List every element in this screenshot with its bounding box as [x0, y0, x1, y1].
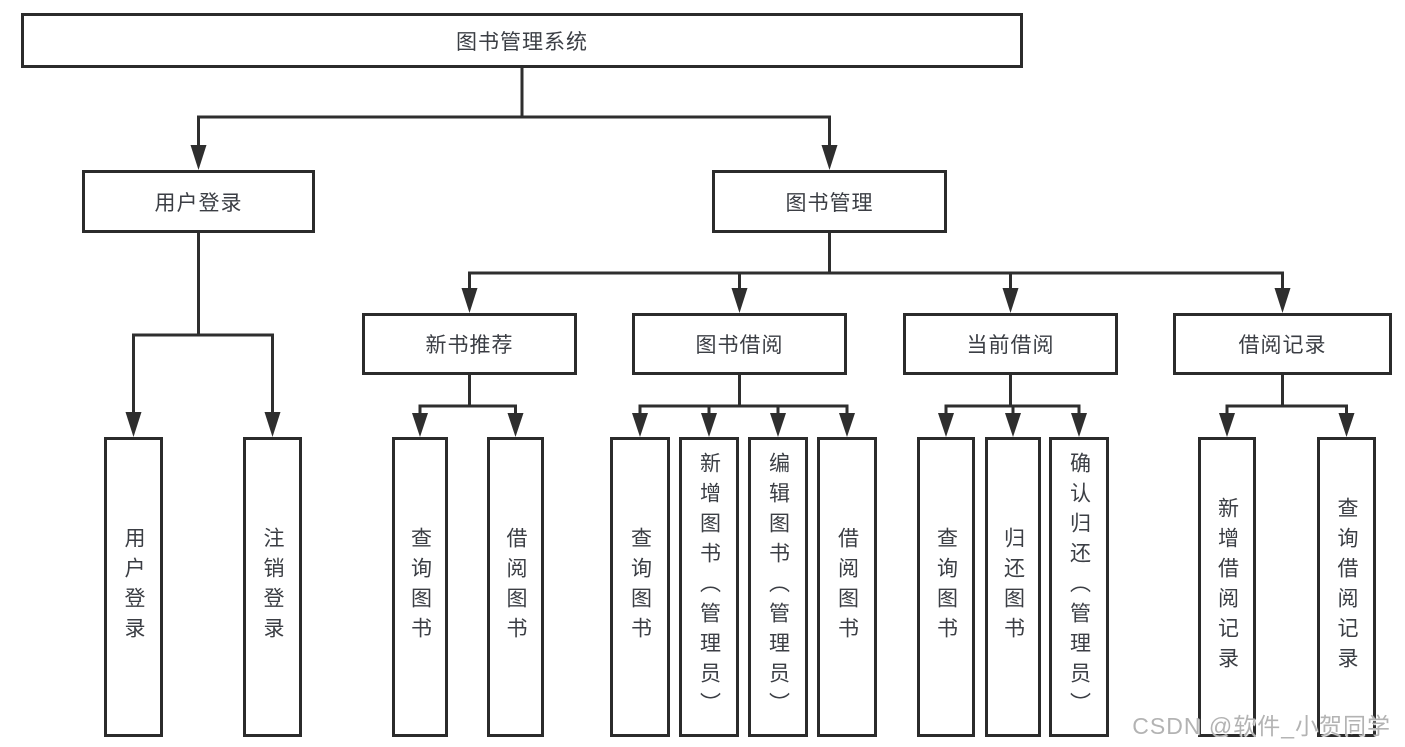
node-book-management: 图书管理 — [712, 170, 947, 233]
leaf-nb-borrow-books-label: 借阅图书 — [504, 527, 527, 647]
leaf-bb-borrow-books-label: 借阅图书 — [835, 527, 859, 647]
borrow-records-branch-connector — [1219, 373, 1355, 437]
leaf-bb-edit-books: 编辑图书（管理员） — [748, 437, 808, 737]
node-root-label: 图书管理系统 — [456, 30, 588, 54]
node-user-login-label: 用户登录 — [154, 191, 243, 215]
current-borrowing-branch-connector — [938, 373, 1087, 437]
watermark: CSDN @软件_小贺同学 — [1132, 713, 1391, 739]
leaf-bb-borrow-books: 借阅图书 — [817, 437, 877, 737]
user-login-branch-connector — [125, 231, 281, 437]
leaf-cb-confirm-return: 确认归还（管理员） — [1049, 437, 1109, 737]
leaf-bb-add-books: 新增图书（管理员） — [679, 437, 739, 737]
leaf-nb-query-books: 查询图书 — [392, 437, 448, 737]
node-book-borrowing-label: 图书借阅 — [695, 334, 784, 357]
leaf-bb-query-books: 查询图书 — [610, 437, 670, 737]
root-branch-connector — [190, 66, 838, 170]
leaf-br-add-record-label: 新增借阅记录 — [1215, 497, 1239, 677]
leaf-cb-return-books-label: 归还图书 — [1001, 527, 1025, 647]
leaf-bb-query-books-label: 查询图书 — [628, 527, 652, 647]
leaf-user-login: 用户登录 — [104, 437, 163, 737]
leaf-logout-label: 注销登录 — [261, 527, 284, 647]
node-current-borrowing-label: 当前借阅 — [966, 334, 1055, 357]
node-borrow-records: 借阅记录 — [1173, 313, 1392, 375]
leaf-br-query-record: 查询借阅记录 — [1317, 437, 1376, 737]
node-user-login: 用户登录 — [82, 170, 315, 233]
leaf-nb-query-books-label: 查询图书 — [408, 527, 432, 647]
node-book-management-label: 图书管理 — [785, 191, 874, 215]
leaf-cb-return-books: 归还图书 — [985, 437, 1041, 737]
node-book-borrowing: 图书借阅 — [632, 313, 847, 375]
node-current-borrowing: 当前借阅 — [903, 313, 1118, 375]
leaf-cb-query-books: 查询图书 — [917, 437, 975, 737]
leaf-br-query-record-label: 查询借阅记录 — [1335, 497, 1358, 677]
node-new-book-recommend: 新书推荐 — [362, 313, 577, 375]
new-book-recommend-branch-connector — [412, 373, 524, 437]
node-new-book-recommend-label: 新书推荐 — [425, 334, 514, 357]
leaf-cb-query-books-label: 查询图书 — [934, 527, 958, 647]
leaf-nb-borrow-books: 借阅图书 — [487, 437, 544, 737]
node-root: 图书管理系统 — [21, 13, 1023, 68]
leaf-br-add-record: 新增借阅记录 — [1198, 437, 1256, 737]
leaf-logout: 注销登录 — [243, 437, 302, 737]
leaf-bb-edit-books-label: 编辑图书（管理员） — [766, 452, 790, 722]
book-borrowing-branch-connector — [632, 373, 855, 437]
leaf-bb-add-books-label: 新增图书（管理员） — [697, 452, 721, 722]
leaf-user-login-label: 用户登录 — [122, 527, 145, 647]
node-borrow-records-label: 借阅记录 — [1238, 334, 1327, 357]
book-management-branch-connector — [461, 231, 1291, 313]
leaf-cb-confirm-return-label: 确认归还（管理员） — [1067, 452, 1091, 722]
